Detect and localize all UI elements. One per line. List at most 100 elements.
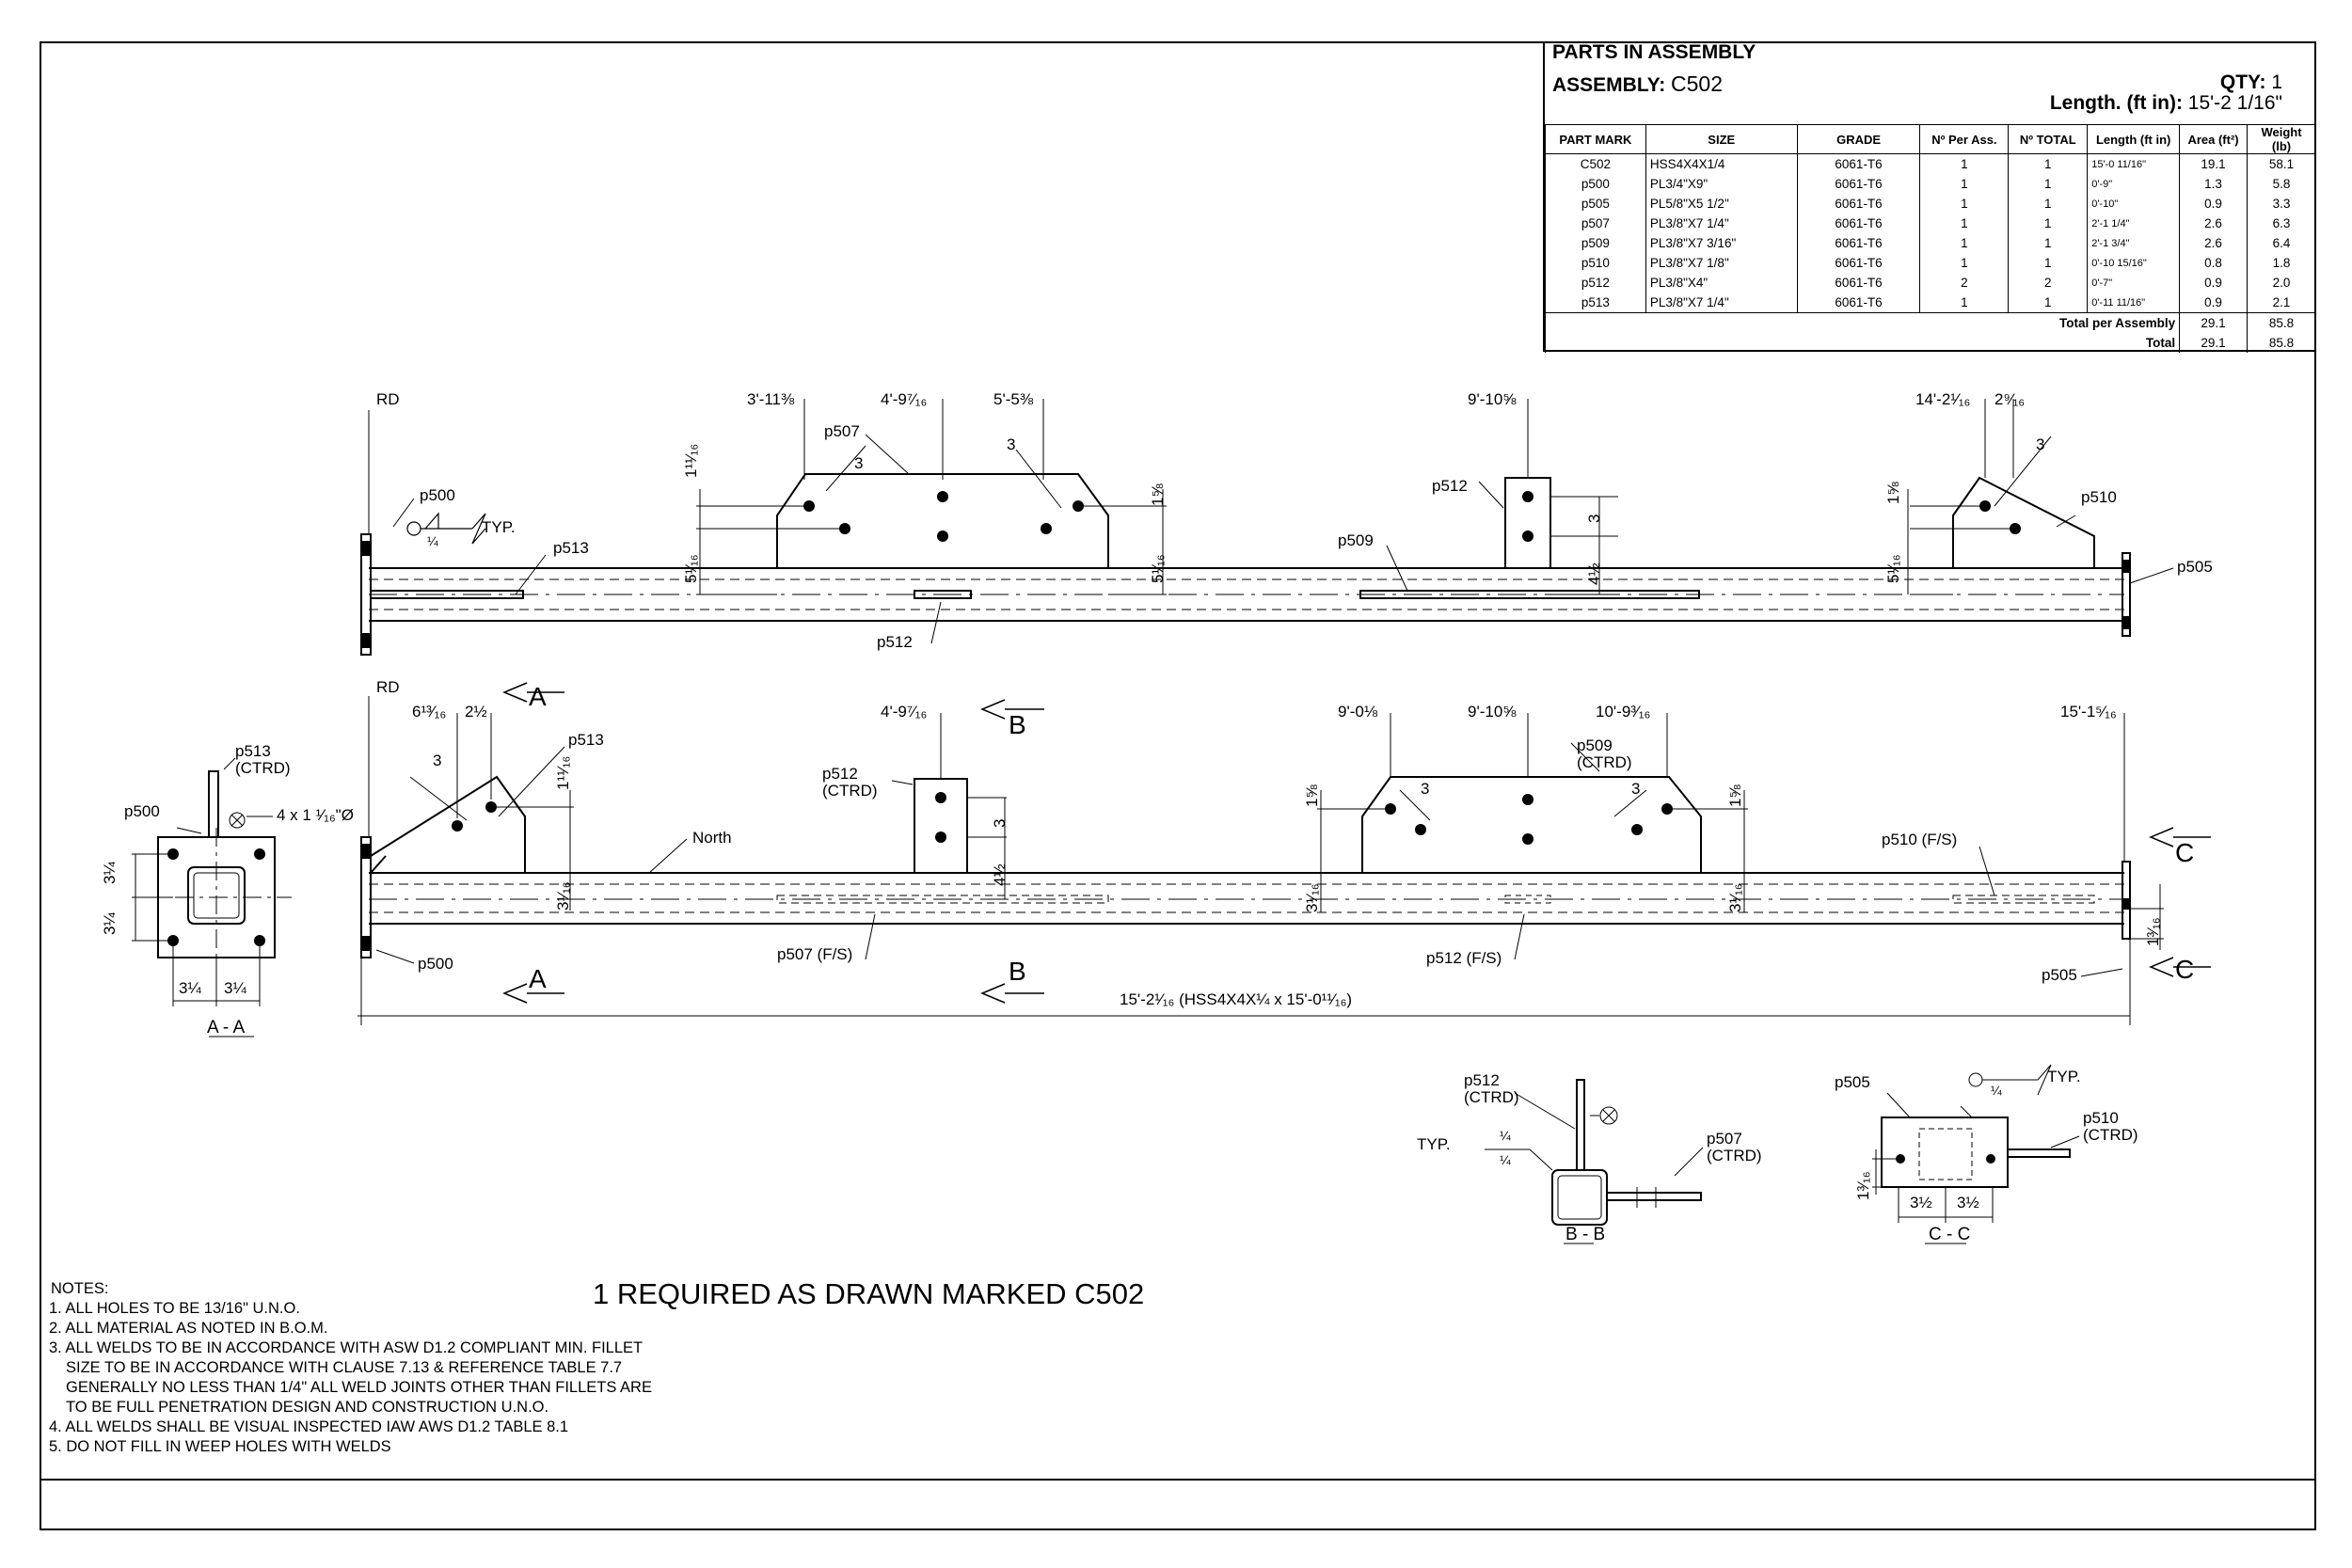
sheet-border xyxy=(40,41,2316,1530)
table-cell: PL3/8"X7 3/16" xyxy=(1645,233,1798,253)
table-cell: 6061-T6 xyxy=(1796,273,1921,293)
table-cell: 2.0 xyxy=(2247,273,2316,293)
table-cell: 15'-0 11/16" xyxy=(2087,153,2181,174)
part-label-p500: p500 xyxy=(418,955,453,973)
table-cell: 2'-1 1/4" xyxy=(2087,214,2181,233)
weld-size: ¼ xyxy=(427,533,438,548)
vertical-dim: 1¹¹⁄₁₆ xyxy=(682,443,700,478)
table-cell: 3.3 xyxy=(2247,194,2316,214)
part-label-p512-fs: p512 (F/S) xyxy=(1426,949,1502,967)
total-row: Total 29.1 85.8 xyxy=(1544,333,2316,353)
section-c-c xyxy=(1872,1064,2080,1244)
vertical-dim: 1³⁄₁₆ xyxy=(2144,917,2162,946)
table-cell: PL3/4"X9" xyxy=(1645,174,1798,194)
vertical-dim: 3¹⁄₁₆ xyxy=(1726,883,1744,912)
table-cell: 0.8 xyxy=(2179,253,2248,273)
table-cell: PL5/8"X5 1/2" xyxy=(1645,194,1798,214)
vertical-dim: 5¹⁄₁₆ xyxy=(1149,554,1167,583)
table-cell: 1 xyxy=(2008,153,2089,174)
part-label-p513-ctrd: p513 (CTRD) xyxy=(235,742,291,777)
section-marker-c: C xyxy=(2175,838,2195,867)
vertical-dim: 1⅝ xyxy=(1149,483,1167,506)
vertical-dim: 1⅝ xyxy=(1726,784,1744,807)
table-cell: 6061-T6 xyxy=(1796,253,1921,273)
title-strip-divider xyxy=(40,1479,2316,1481)
qty-length-block: QTY: 1 Length. (ft in): 15'-2 1/16" xyxy=(2049,71,2282,114)
section-marker-b: B xyxy=(1009,957,1026,986)
part-label-p507: p507 xyxy=(824,422,860,440)
part-label-p510-ctrd: p510 (CTRD) xyxy=(2083,1109,2138,1144)
dim-label: 15'-1⁵⁄₁₆ xyxy=(2060,703,2117,721)
vertical-dim: 3 xyxy=(1585,514,1603,523)
table-cell: PL3/8"X7 1/4" xyxy=(1645,293,1798,313)
table-cell: 19.1 xyxy=(2179,153,2248,174)
table-cell: 6061-T6 xyxy=(1796,174,1921,194)
table-cell: 6061-T6 xyxy=(1796,194,1921,214)
table-cell: 0'-10" xyxy=(2087,194,2181,214)
section-a-a xyxy=(132,757,292,1037)
column-header: Nº TOTAL xyxy=(2008,124,2089,154)
column-header: SIZE xyxy=(1645,124,1798,154)
table-cell: HSS4X4X1/4 xyxy=(1645,153,1798,174)
vertical-dim: 3¹⁄₁₆ xyxy=(554,881,572,911)
vertical-dim: 4½ xyxy=(991,863,1009,886)
dim-label: 2½ xyxy=(465,703,487,721)
table-cell: 1 xyxy=(2008,194,2089,214)
table-cell: 0'-11 11/16" xyxy=(2087,293,2181,313)
part-label-p510: p510 xyxy=(2081,488,2117,506)
table-cell: 6.4 xyxy=(2247,233,2316,253)
assembly-value: C502 xyxy=(1671,71,1724,96)
table-cell: p507 xyxy=(1545,214,1646,233)
horizontal-dim: 3¼ xyxy=(179,979,201,997)
dim-label: 5'-5⅜ xyxy=(993,390,1033,408)
part-label-p505: p505 xyxy=(1835,1073,1870,1091)
dim-label: 10'-9³⁄₁₆ xyxy=(1596,703,1651,721)
table-cell: 0'-9" xyxy=(2087,174,2181,194)
table-cell: 5.8 xyxy=(2247,174,2316,194)
vertical-dim: 3¼ xyxy=(101,862,119,884)
holes-callout: 4 x 1 ¹⁄₁₆"Ø xyxy=(277,806,354,824)
table-cell: 2.6 xyxy=(2179,233,2248,253)
part-label-p505: p505 xyxy=(2042,966,2077,984)
notes-block: NOTES: 1. ALL HOLES TO BE 13/16" U.N.O. … xyxy=(49,1279,726,1457)
section-marker-a: A xyxy=(529,964,547,993)
part-label-p512-ctrd: p512 (CTRD) xyxy=(1464,1071,1519,1106)
weld-size: ¼ xyxy=(1500,1152,1511,1167)
table-cell: 6061-T6 xyxy=(1796,233,1921,253)
parts-table-header: PART MARK SIZE GRADE Nº Per Ass. Nº TOTA… xyxy=(1545,124,2316,154)
dim-label: 6¹³⁄₁₆ xyxy=(412,703,447,721)
section-c-c-title: C - C xyxy=(1929,1225,1971,1244)
table-cell: 58.1 xyxy=(2247,153,2316,174)
note-item: 3. ALL WELDS TO BE IN ACCORDANCE WITH AS… xyxy=(49,1339,652,1416)
length-value: 15'-2 1/16" xyxy=(2187,92,2282,114)
rd-label-top: RD xyxy=(376,390,400,408)
fillet-dim: 3 xyxy=(1631,780,1641,798)
part-label-p510-fs: p510 (F/S) xyxy=(1882,831,1958,848)
table-cell: 0'-7" xyxy=(2087,273,2181,293)
vertical-dim: 1⅝ xyxy=(1303,784,1321,807)
fillet-dim: 3 xyxy=(1421,780,1430,798)
table-cell: p509 xyxy=(1545,233,1646,253)
dim-label: 14'-2¹⁄₁₆ xyxy=(1915,390,1971,408)
vertical-dim: 1¹¹⁄₁₆ xyxy=(554,755,572,790)
vertical-dim: 1³⁄₁₆ xyxy=(1854,1171,1872,1200)
table-cell: C502 xyxy=(1545,153,1646,174)
table-cell: 1.8 xyxy=(2247,253,2316,273)
parts-table-title: PARTS IN ASSEMBLY xyxy=(1552,41,1756,63)
column-header: Weight (lb) xyxy=(2247,124,2316,154)
table-cell: p512 xyxy=(1545,273,1646,293)
table-cell: 2'-1 3/4" xyxy=(2087,233,2181,253)
dim-label: 3'-11⅜ xyxy=(747,390,795,408)
top-elevation-view xyxy=(360,399,2174,656)
dim-label: 9'-0⅛ xyxy=(1338,703,1377,721)
table-cell: 6061-T6 xyxy=(1796,293,1921,313)
parts-table: PART MARK SIZE GRADE Nº Per Ass. Nº TOTA… xyxy=(1544,124,2316,353)
column-header: Nº Per Ass. xyxy=(1919,124,2010,154)
dim-label: 4'-9⁷⁄₁₆ xyxy=(881,703,928,721)
vertical-dim: 3 xyxy=(991,818,1009,828)
fillet-dim: 3 xyxy=(2036,436,2045,453)
